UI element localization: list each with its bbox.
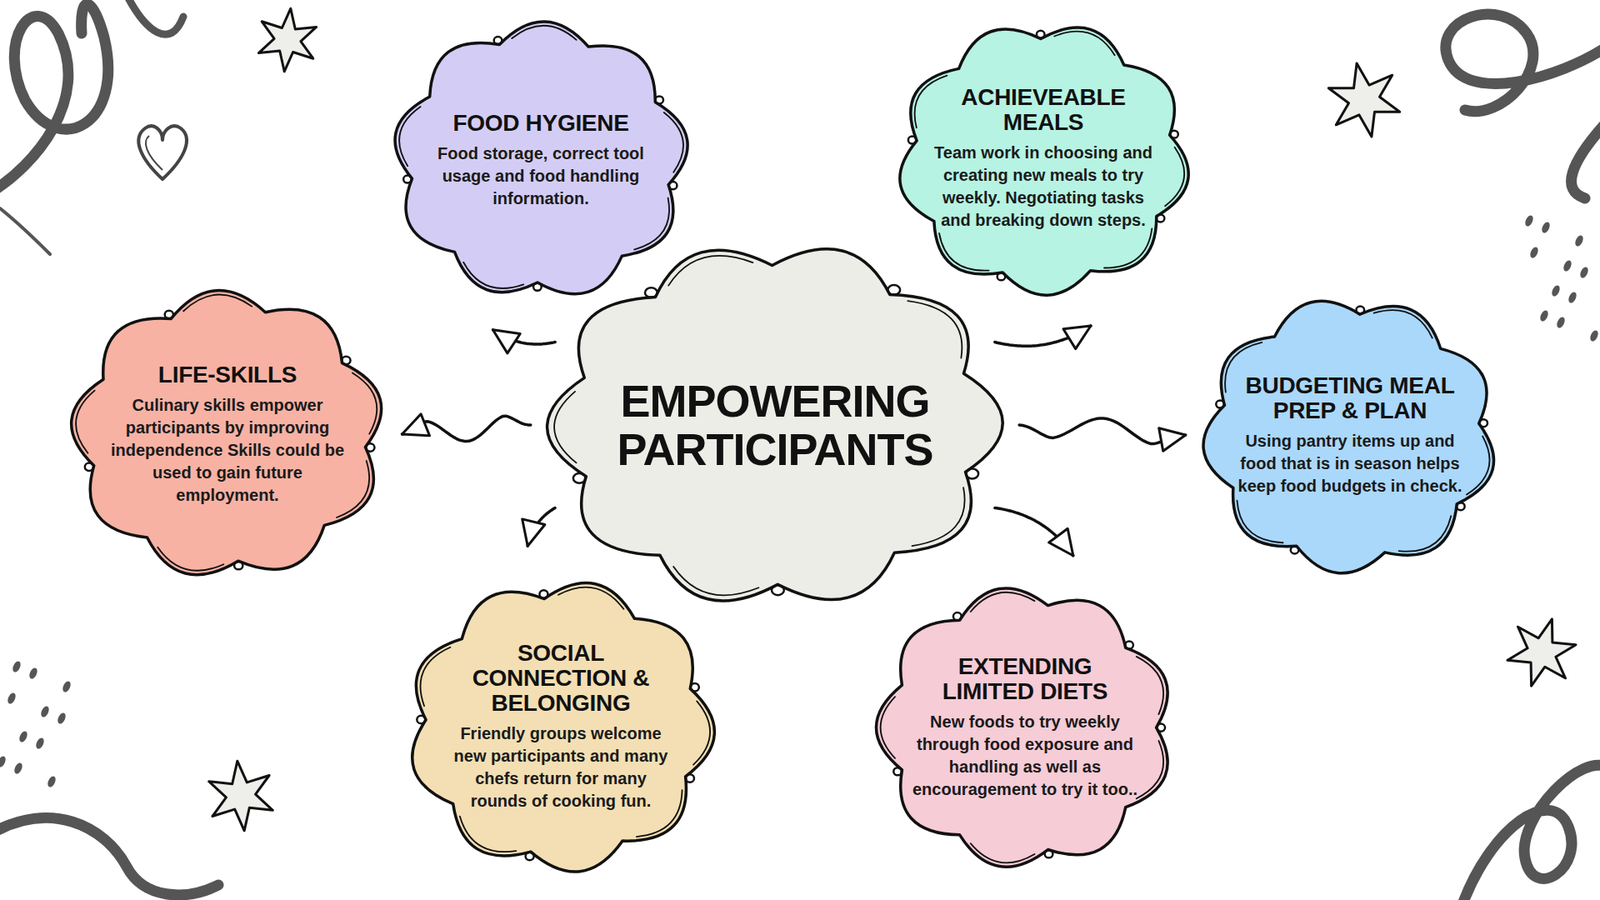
- dot-doodle: [5, 691, 17, 705]
- dot-doodle: [60, 680, 72, 694]
- arrow-connector: [995, 508, 1074, 556]
- arrow-connector: [522, 508, 555, 547]
- cloud-body: Friendly groups welcome new participants…: [451, 722, 670, 813]
- arrow-connector: [493, 330, 556, 354]
- dot-doodle: [34, 736, 45, 750]
- cloud-text: SOCIAL CONNECTION & BELONGINGFriendly gr…: [451, 640, 670, 813]
- cloud-node: FOOD HYGIENE Food storage, correct tool u…: [385, 15, 696, 306]
- star-doodle: [1328, 63, 1400, 137]
- cloud-body: Team work in choosing and creating new m…: [934, 141, 1153, 232]
- star-doodle: [1507, 619, 1576, 686]
- arrow-head: [1159, 428, 1186, 452]
- cloud-body: Using pantry items up and food that is i…: [1236, 430, 1464, 498]
- cloud-text: EXTENDING LIMITED DIETSNew foods to try …: [911, 654, 1139, 801]
- dot-doodle: [1528, 245, 1540, 260]
- cloud-heading: FOOD HYGIENE: [436, 110, 645, 136]
- scribble: [1571, 125, 1600, 199]
- cloud-text: ACHIEVEABLE MEALS Team work in choosing a…: [934, 85, 1153, 232]
- cloud-heading: ACHIEVEABLE MEALS: [934, 85, 1153, 135]
- dot-doodle: [27, 666, 39, 680]
- dot-doodle: [17, 730, 29, 744]
- cloud-heading: BUDGETING MEAL PREP & PLAN: [1236, 373, 1464, 424]
- dot-doodle: [39, 705, 50, 719]
- arrow-connector: [402, 414, 531, 442]
- dot-doodle: [1578, 265, 1590, 280]
- dot-doodle: [55, 711, 67, 725]
- arrow-head: [1049, 528, 1074, 555]
- cloud-node: SOCIAL CONNECTION & BELONGINGFriendly gr…: [400, 573, 722, 880]
- star-doodle: [209, 760, 274, 831]
- cloud-node: BUDGETING MEAL PREP & PLAN Using pantry i…: [1195, 290, 1505, 580]
- cloud-node: EXTENDING LIMITED DIETSNew foods to try …: [869, 580, 1182, 875]
- scribble: [0, 4, 109, 192]
- cloud-body: Food storage, correct tool usage and foo…: [436, 142, 645, 210]
- dot-doodle: [1573, 234, 1585, 248]
- central-title: EMPOWERING PARTICIPANTS: [575, 376, 975, 474]
- arrow-connector: [1019, 418, 1186, 451]
- cloud-text: LIFE-SKILLS Culinary skills empower parti…: [105, 361, 350, 506]
- arrow-connector: [995, 325, 1091, 350]
- arrow-head: [493, 330, 521, 354]
- cloud-body: Culinary skills empower participants by …: [105, 393, 350, 506]
- scribble: [0, 817, 219, 895]
- cloud-text: EMPOWERING PARTICIPANTS: [575, 376, 975, 474]
- dot-doodle: [12, 761, 24, 775]
- scribble: [1462, 765, 1600, 900]
- dot-doodle: [10, 660, 22, 674]
- dot-doodle: [0, 755, 8, 769]
- arrow-head: [1063, 325, 1091, 350]
- dot-doodle: [1566, 290, 1578, 305]
- dot-doodle: [1538, 309, 1550, 323]
- dot-doodle: [1523, 214, 1535, 228]
- dot-doodle: [1588, 329, 1600, 343]
- cloud-heading: EXTENDING LIMITED DIETS: [911, 654, 1139, 705]
- cloud-heading: LIFE-SKILLS: [105, 361, 350, 387]
- cloud-node: LIFE-SKILLS Culinary skills empower parti…: [63, 283, 393, 586]
- arrow-head: [522, 519, 545, 546]
- heart-doodle: [145, 135, 163, 170]
- dot-doodle: [45, 775, 57, 789]
- scribble: [1445, 14, 1600, 112]
- dot-doodle: [1550, 284, 1561, 298]
- scribble: [125, 0, 184, 35]
- dot-doodle: [1540, 220, 1551, 235]
- cloud-body: New foods to try weekly through food exp…: [911, 710, 1139, 801]
- arrow-head: [402, 414, 430, 436]
- cloud-text: FOOD HYGIENE Food storage, correct tool u…: [436, 110, 645, 210]
- heart-doodle: [138, 125, 187, 180]
- scribble: [0, 208, 50, 255]
- cloud-node: EMPOWERING PARTICIPANTS: [537, 235, 1013, 615]
- cloud-heading: SOCIAL CONNECTION & BELONGING: [451, 640, 670, 716]
- cloud-node: ACHIEVEABLE MEALS Team work in choosing a…: [890, 15, 1197, 302]
- star-doodle: [258, 8, 316, 72]
- dot-doodle: [1561, 259, 1573, 273]
- dot-doodle: [1555, 315, 1566, 330]
- cloud-text: BUDGETING MEAL PREP & PLAN Using pantry i…: [1236, 373, 1464, 498]
